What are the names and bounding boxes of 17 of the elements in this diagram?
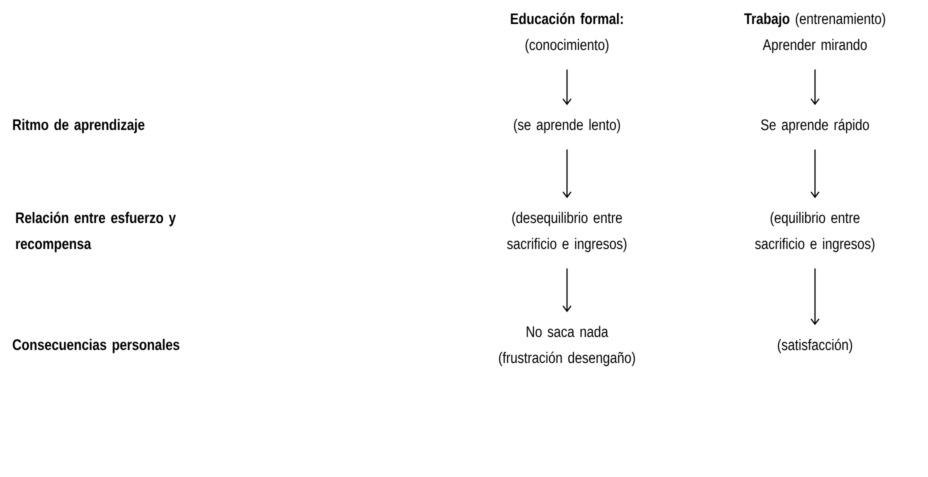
arrow [562,69,572,106]
cell-text: Educación formal: (conocimiento) [510,12,623,54]
row-label: Relación entre esfuerzo y recompensa [16,212,176,252]
arrow [810,69,820,106]
cell-text: (equilibrio entre sacrificio e ingresos) [755,212,874,252]
arrow [562,268,572,312]
cell-text: Trabajo (entrenamiento) Aprender mirando [744,12,886,54]
arrow [810,268,820,326]
cell-text: (satisfacción) [778,338,852,354]
arrow [562,149,572,198]
cell-text: No saca nada (frustración desengaño) [499,326,635,366]
arrow [810,150,820,198]
cell-text: Se aprende rápido [761,118,869,134]
cell-text: (desequilibrio entre sacrificio e ingresos) [507,212,626,252]
row-label: Consecuencias personales [12,338,180,354]
cell-text: (se aprende lento) [514,118,620,134]
row-label: Ritmo de aprendizaje [13,118,144,134]
